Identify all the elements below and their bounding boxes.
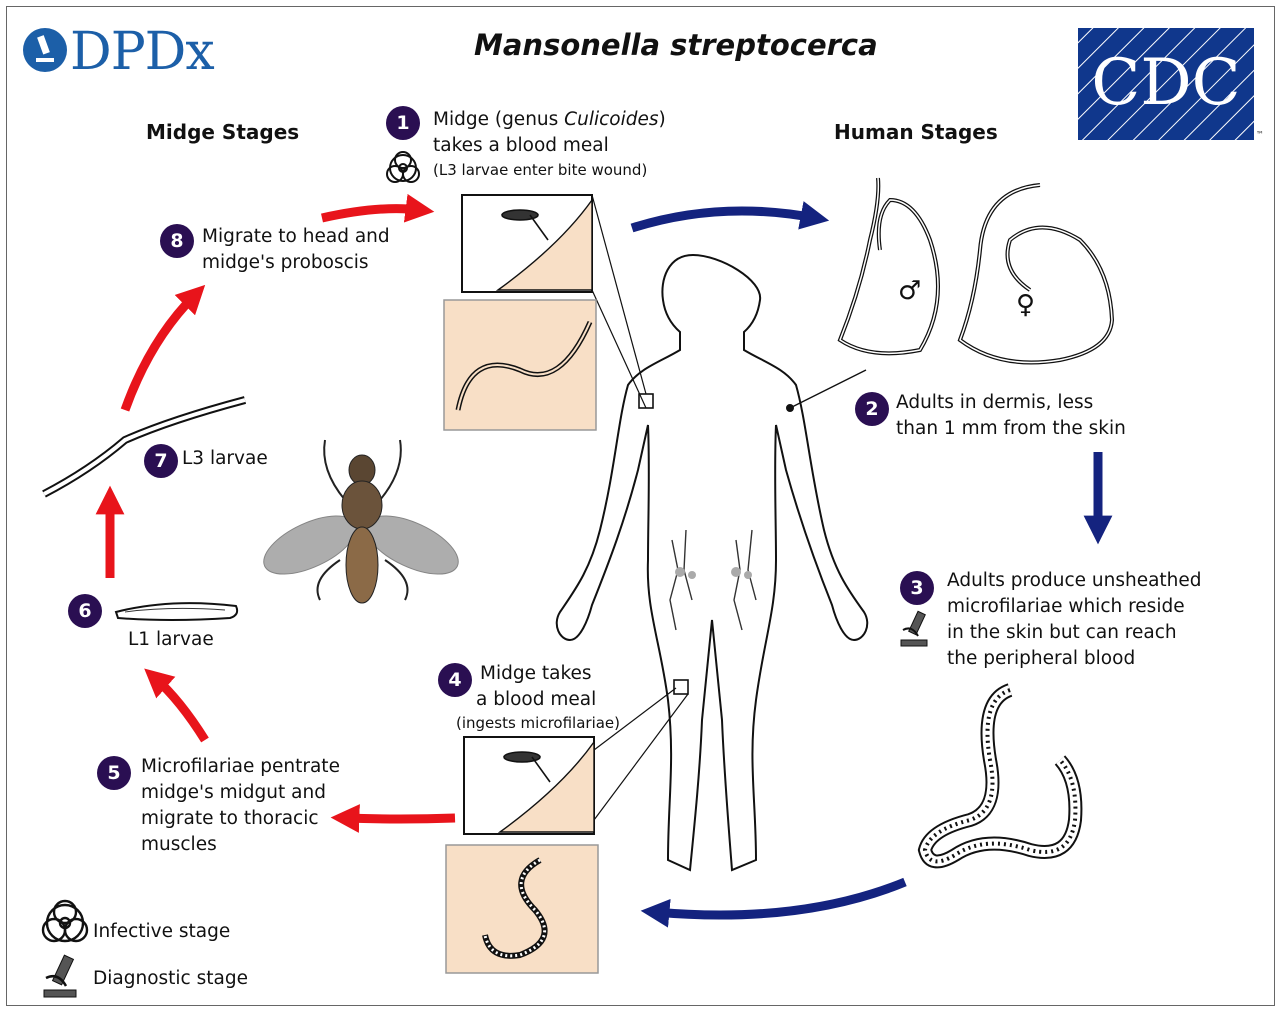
arrow-4-to-5 xyxy=(345,818,455,819)
arrow-8-to-1 xyxy=(322,209,420,218)
legend-infective-stage: Infective stage xyxy=(93,919,230,945)
step-5-badge: 5 xyxy=(97,756,131,790)
microfilaria-illustration xyxy=(925,690,1075,861)
midge-illustration xyxy=(255,440,466,603)
l1-larva-illustration xyxy=(116,603,237,620)
dpdx-logo-text: DPDx xyxy=(70,22,214,82)
midge-stages-heading: Midge Stages xyxy=(146,119,299,145)
step-4-text-line2: a blood meal xyxy=(476,687,596,713)
step-1-genus: Culicoides xyxy=(564,109,658,130)
step-3-badge: 3 xyxy=(900,571,934,605)
arrow-3-to-4 xyxy=(655,882,905,915)
biohazard-icon xyxy=(43,901,87,941)
adult-worms xyxy=(840,178,1112,363)
cdc-logo-text: CDC xyxy=(1078,28,1254,140)
step-5-text-line1: Microfilariae pentrate xyxy=(141,754,340,780)
step-8-text-line2: midge's proboscis xyxy=(202,250,369,276)
step-4-text-line1: Midge takes xyxy=(480,661,592,687)
step-3-text-line2: microfilariae which reside xyxy=(947,594,1185,620)
step-3-text-line1: Adults produce unsheathed xyxy=(947,568,1202,594)
step-7-badge: 7 xyxy=(144,444,178,478)
arrow-7-to-8 xyxy=(125,295,195,410)
arrow-1-to-2 xyxy=(632,211,815,228)
female-symbol: ♀ xyxy=(1016,290,1035,320)
biohazard-icon xyxy=(387,152,419,182)
step-1-text-line2: takes a blood meal xyxy=(433,133,609,159)
step-4-badge: 4 xyxy=(438,663,472,697)
step-1-note: (L3 larvae enter bite wound) xyxy=(433,160,647,180)
step-6-label: L1 larvae xyxy=(128,627,214,653)
bite-inset-step-1 xyxy=(444,195,646,430)
male-symbol: ♂ xyxy=(898,276,921,306)
step-5-text-line3: migrate to thoracic xyxy=(141,806,319,832)
step-3-text-line3: in the skin but can reach xyxy=(947,620,1177,646)
step-3-text-line4: the peripheral blood xyxy=(947,646,1135,672)
step-8-text-line1: Migrate to head and xyxy=(202,224,390,250)
cdc-trademark: ™ xyxy=(1256,130,1264,139)
arrow-5-to-6 xyxy=(155,678,205,740)
human-stages-heading: Human Stages xyxy=(834,119,998,145)
legend-diagnostic-stage: Diagnostic stage xyxy=(93,966,248,992)
step-8-badge: 8 xyxy=(160,224,194,258)
step-7-label: L3 larvae xyxy=(182,446,268,472)
step-1-text-line1: Midge (genus Culicoides) xyxy=(433,107,666,133)
human-figure xyxy=(557,255,868,870)
step-2-badge: 2 xyxy=(855,392,889,426)
step-2-text-line2: than 1 mm from the skin xyxy=(896,416,1126,442)
dpdx-logo-icon xyxy=(23,28,67,72)
step-1-suffix: ) xyxy=(659,109,666,130)
step-5-text-line2: midge's midgut and xyxy=(141,780,326,806)
step-6-badge: 6 xyxy=(68,594,102,628)
step-5-text-line4: muscles xyxy=(141,832,217,858)
microscope-icon xyxy=(44,955,76,997)
red-arrows xyxy=(110,209,455,819)
step-4-note: (ingests microfilariae) xyxy=(456,713,620,733)
microscope-icon xyxy=(901,611,927,646)
step-1-prefix: Midge (genus xyxy=(433,109,564,130)
step-2-text-line1: Adults in dermis, less xyxy=(896,390,1093,416)
step-1-badge: 1 xyxy=(386,106,420,140)
page-title: Mansonella streptocerca xyxy=(474,28,878,62)
